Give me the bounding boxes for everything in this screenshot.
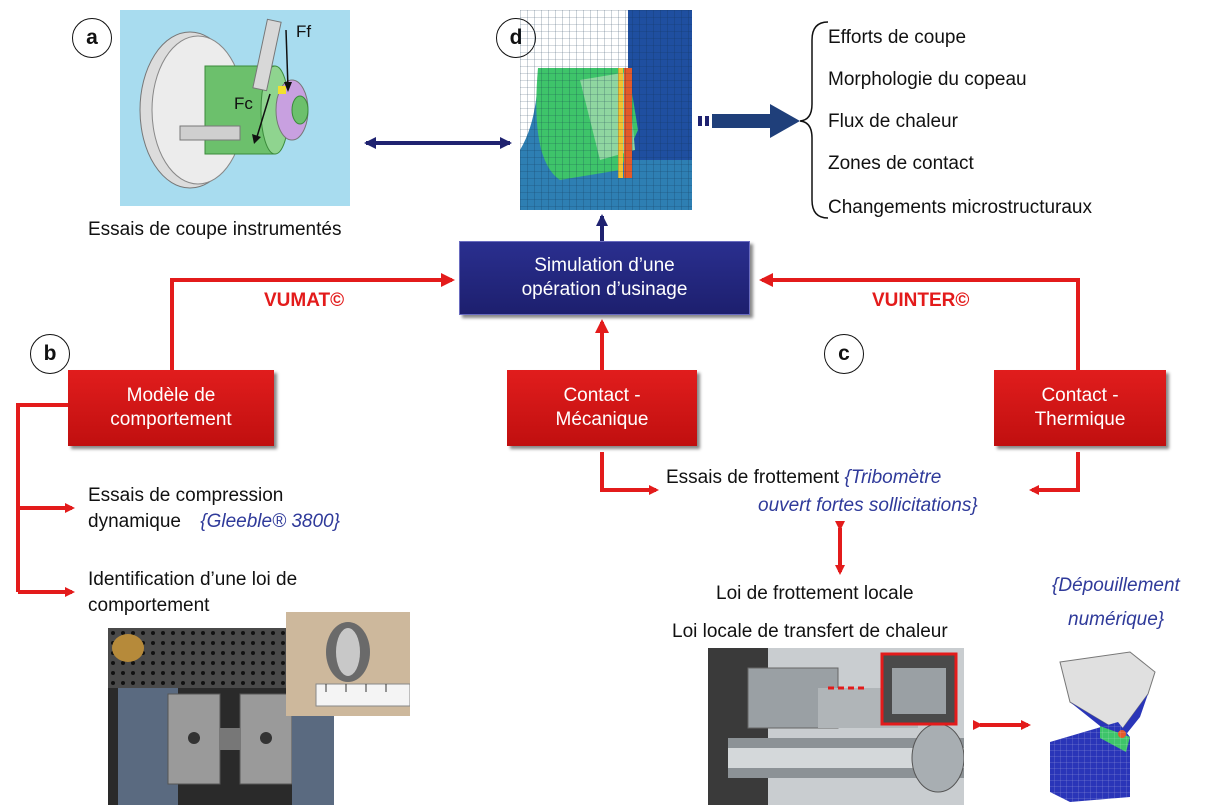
result-item: Zones de contact (828, 153, 974, 174)
lathe-illustration: Ff Fc (120, 10, 350, 206)
modele-box: Modèle de comportement (68, 370, 274, 446)
friction-line1: Essais de frottement {Tribomètre (666, 466, 941, 490)
compression-line2: dynamique {Gleeble® 3800} (88, 510, 340, 534)
label-b: b (30, 334, 70, 374)
result-item: Flux de chaleur (828, 111, 958, 132)
label-c: c (824, 334, 864, 374)
vuinter-label: VUINTER© (872, 290, 970, 311)
compression-dynamique: dynamique (88, 511, 181, 532)
contact-therm-line1: Contact - (1041, 385, 1119, 406)
tribometre-note1: {Tribomètre (844, 467, 942, 488)
friction-title: Essais de frottement (666, 467, 840, 488)
fe-contact-illustration (1030, 642, 1160, 802)
specimen-photo (286, 612, 410, 716)
contact-therm-box: Contact - Thermique (994, 370, 1166, 446)
panel-a-caption: Essais de coupe instrumentés (88, 219, 342, 240)
contact-therm-line2: Thermique (1034, 409, 1126, 430)
tribometer-photo (708, 648, 964, 805)
tribometre-note2: ouvert fortes sollicitations} (758, 495, 978, 516)
identification-line1: Identification d’une loi de (88, 569, 298, 590)
friction-law1: Loi de frottement locale (716, 583, 914, 604)
vuinter-connector (759, 273, 1080, 372)
simulation-box: Simulation d’une opération d’usinage (459, 241, 750, 315)
contact-meca-box: Contact - Mécanique (507, 370, 697, 446)
left-branch-line (16, 403, 68, 592)
identification-line2: comportement (88, 595, 210, 616)
meca-to-friction (600, 452, 659, 495)
result-item: Morphologie du copeau (828, 69, 1027, 90)
results-fat-arrow (698, 104, 800, 138)
gleeble-note: {Gleeble® 3800} (200, 511, 340, 532)
fe-mesh-illustration (520, 10, 692, 210)
vumat-label: VUMAT© (264, 290, 345, 311)
depouillement-line1: {Dépouillement (1052, 575, 1180, 596)
compression-line1: Essais de compression (88, 485, 284, 506)
therm-to-friction (1029, 452, 1080, 495)
friction-law2: Loi locale de transfert de chaleur (672, 621, 948, 642)
modele-line1: Modèle de (126, 385, 216, 406)
force-ff-label: Ff (296, 22, 312, 41)
simulation-line1: Simulation d’une (534, 255, 675, 276)
contact-meca-line2: Mécanique (555, 409, 649, 430)
depouillement-line2: numérique} (1068, 609, 1165, 630)
contact-meca-line1: Contact - (563, 385, 641, 406)
label-a: a (72, 18, 112, 58)
simulation-line2: opération d’usinage (521, 279, 688, 300)
force-fc-label: Fc (234, 94, 253, 113)
curly-brace-icon (799, 21, 829, 219)
vumat-connector (170, 273, 455, 372)
result-item: Changements microstructuraux (828, 197, 1092, 218)
modele-line2: comportement (110, 409, 232, 430)
result-item: Efforts de coupe (828, 27, 967, 48)
